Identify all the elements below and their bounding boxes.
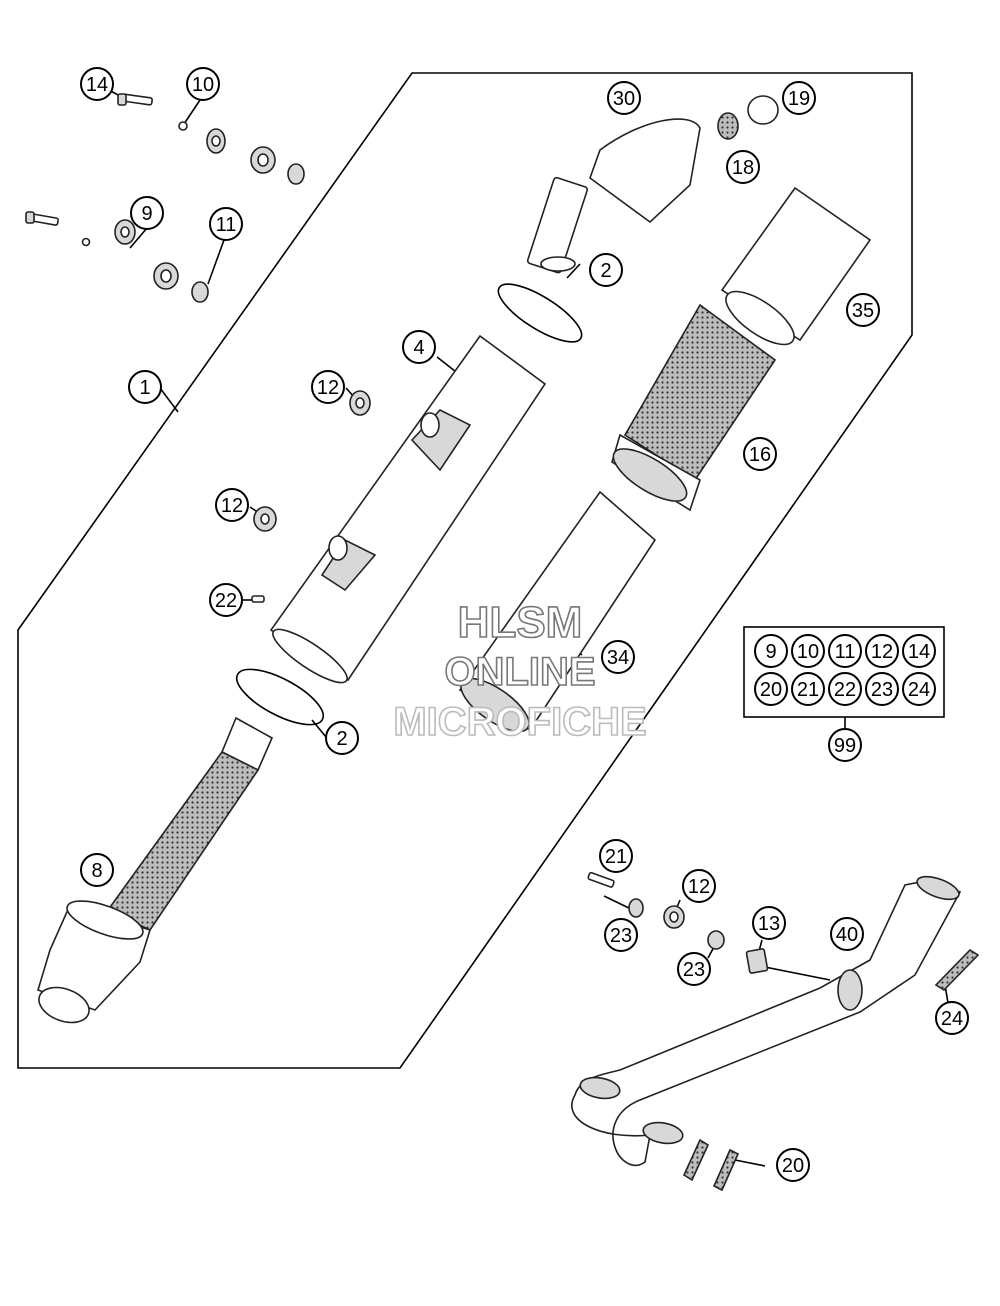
- kit-item-10: 10: [791, 634, 825, 668]
- cap-19: [747, 95, 779, 125]
- callout-c12c: 12: [682, 869, 716, 903]
- kit-item-11: 11: [828, 634, 862, 668]
- svg-text:40: 40: [836, 924, 858, 946]
- svg-text:23: 23: [683, 959, 705, 981]
- callout-c30: 30: [607, 81, 641, 115]
- svg-text:10: 10: [797, 641, 819, 663]
- svg-text:18: 18: [732, 157, 754, 179]
- callout-c20: 20: [776, 1148, 810, 1182]
- callout-c16: 16: [743, 437, 777, 471]
- end-cap-top: [526, 118, 701, 274]
- grommets: [251, 390, 371, 603]
- assembly-outline: [17, 72, 913, 1069]
- callout-c12b: 12: [215, 488, 249, 522]
- kit-item-24: 24: [902, 672, 936, 706]
- kit-item-14: 14: [902, 634, 936, 668]
- callout-c2a: 2: [325, 721, 359, 755]
- callout-c2b: 2: [589, 253, 623, 287]
- callout-c23a: 23: [604, 918, 638, 952]
- svg-text:9: 9: [141, 203, 152, 225]
- header-pipe: [571, 875, 962, 1166]
- outer-sleeve: [720, 186, 872, 346]
- callout-c21: 21: [599, 839, 633, 873]
- svg-text:20: 20: [782, 1155, 804, 1177]
- callout-c12a: 12: [311, 370, 345, 404]
- callout-c18: 18: [726, 150, 760, 184]
- svg-text:22: 22: [215, 590, 237, 612]
- callout-c10: 10: [186, 67, 220, 101]
- svg-text:2: 2: [336, 728, 347, 750]
- svg-text:14: 14: [86, 74, 108, 96]
- svg-text:12: 12: [688, 876, 710, 898]
- svg-text:12: 12: [871, 641, 893, 663]
- callout-c40: 40: [830, 917, 864, 951]
- svg-text:19: 19: [788, 88, 810, 110]
- callout-c4: 4: [402, 330, 436, 364]
- kit-item-22: 22: [828, 672, 862, 706]
- o-ring-lower: [235, 668, 325, 726]
- callout-c23b: 23: [677, 952, 711, 986]
- svg-text:14: 14: [908, 641, 930, 663]
- mesh-insert: [611, 303, 777, 512]
- svg-text:21: 21: [605, 846, 627, 868]
- svg-text:10: 10: [192, 74, 214, 96]
- svg-text:99: 99: [834, 735, 856, 757]
- callout-c8: 8: [80, 853, 114, 887]
- svg-text:16: 16: [749, 444, 771, 466]
- inner-sleeve: [458, 490, 657, 733]
- svg-text:11: 11: [835, 641, 856, 663]
- callout-c99: 99: [828, 728, 862, 762]
- svg-text:22: 22: [834, 679, 856, 701]
- callout-c24: 24: [935, 1001, 969, 1035]
- svg-text:23: 23: [610, 925, 632, 947]
- callout-c9: 9: [130, 196, 164, 230]
- svg-text:12: 12: [221, 495, 243, 517]
- screen-18: [717, 112, 739, 140]
- svg-text:24: 24: [908, 679, 930, 701]
- svg-text:23: 23: [871, 679, 893, 701]
- svg-text:1: 1: [139, 377, 150, 399]
- callout-c1: 1: [128, 370, 162, 404]
- callout-c13: 13: [752, 906, 786, 940]
- springs: [682, 948, 980, 1192]
- inner-tube-end-cap: [37, 716, 274, 1024]
- callout-c19: 19: [782, 81, 816, 115]
- callout-c35: 35: [846, 293, 880, 327]
- kit-item-12: 12: [865, 634, 899, 668]
- callout-c34: 34: [601, 640, 635, 674]
- mounting-hardware-lower: [587, 871, 769, 974]
- callout-c14a: 14: [80, 67, 114, 101]
- svg-text:12: 12: [317, 377, 339, 399]
- svg-text:11: 11: [216, 214, 237, 236]
- kit-item-20: 20: [754, 672, 788, 706]
- callout-c22: 22: [209, 583, 243, 617]
- svg-text:24: 24: [941, 1008, 963, 1030]
- svg-text:4: 4: [413, 337, 424, 359]
- svg-text:8: 8: [91, 860, 102, 882]
- svg-text:13: 13: [758, 913, 780, 935]
- kit-item-23: 23: [865, 672, 899, 706]
- svg-text:2: 2: [600, 260, 611, 282]
- watermark-line-1: HLSM: [458, 598, 583, 647]
- watermark-line-3: MICROFICHE: [393, 700, 646, 744]
- callout-c11: 11: [209, 207, 243, 241]
- svg-text:35: 35: [852, 300, 874, 322]
- kit-item-21: 21: [791, 672, 825, 706]
- mounting-hardware-upper: [25, 93, 305, 303]
- o-ring-upper: [497, 283, 583, 343]
- svg-text:21: 21: [797, 679, 819, 701]
- kit-box-row-2: 20 21 22 23 24: [754, 672, 936, 706]
- silencer-shell: [269, 334, 547, 684]
- svg-text:9: 9: [765, 641, 776, 663]
- watermark-line-2: ONLINE: [444, 650, 595, 694]
- svg-text:30: 30: [613, 88, 635, 110]
- kit-box-row-1: 9 10 11 12 14: [754, 634, 936, 668]
- kit-box: [743, 626, 945, 718]
- kit-item-9: 9: [754, 634, 788, 668]
- svg-text:20: 20: [760, 679, 782, 701]
- svg-text:34: 34: [607, 647, 629, 669]
